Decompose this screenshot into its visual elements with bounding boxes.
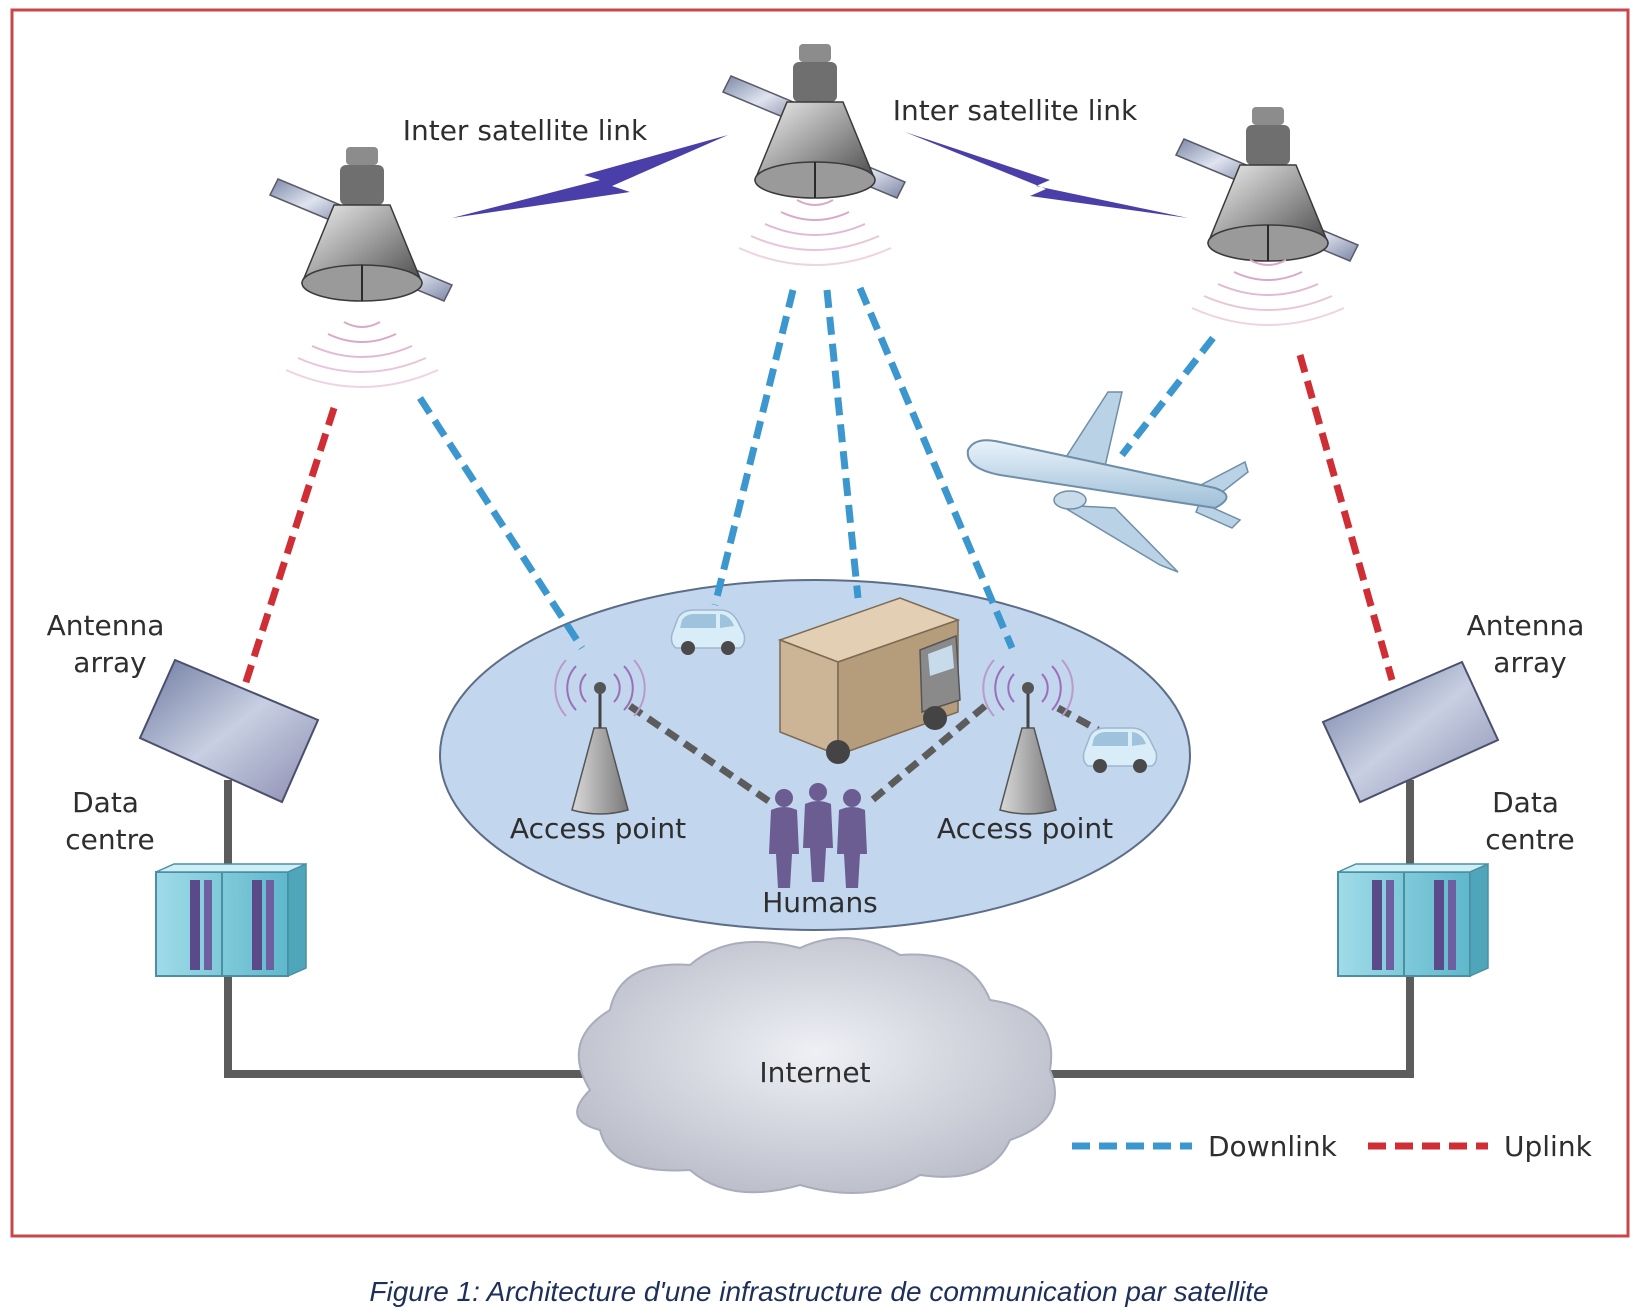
internet-cloud: Internet	[576, 937, 1056, 1194]
car-icon-top	[670, 609, 746, 656]
internet-label: Internet	[759, 1056, 870, 1089]
access-point-label-left: Access point	[510, 812, 686, 845]
downlink-center-to-truck	[823, 289, 862, 599]
downlink-center-to-car	[711, 289, 797, 606]
humans-icon	[769, 783, 867, 888]
humans-label: Humans	[762, 886, 878, 919]
truck-icon	[777, 597, 961, 764]
datacentre-label-left: Data centre	[65, 786, 154, 856]
isl-bolt-left	[452, 135, 728, 218]
downlink-left-sat-to-access-point	[417, 396, 585, 650]
isl-label-right: Inter satellite link	[893, 94, 1138, 127]
wired-links	[224, 780, 1414, 1078]
car-icon-right	[1082, 727, 1158, 774]
uplink-left	[241, 406, 338, 687]
wire-right-datacentre-to-internet	[1030, 972, 1414, 1078]
legend-downlink-label: Downlink	[1208, 1130, 1338, 1163]
legend-uplink-label: Uplink	[1504, 1130, 1593, 1163]
wire-left-datacentre-to-internet	[224, 972, 600, 1078]
datacentre-left-icon	[155, 863, 307, 977]
downlink-right-sat-to-plane	[1119, 335, 1216, 458]
uplinks	[241, 354, 1396, 687]
isl-label-left: Inter satellite link	[403, 114, 648, 147]
figure-caption: Figure 1: Architecture d'une infrastruct…	[369, 1276, 1269, 1307]
antenna-label-right: Antenna array	[1467, 609, 1594, 679]
legend: Downlink Uplink	[1072, 1130, 1593, 1163]
airplane-icon	[966, 391, 1249, 573]
downlinks	[417, 286, 1216, 650]
datacentre-label-right: Data centre	[1485, 786, 1574, 856]
antenna-array-right	[1321, 660, 1500, 804]
downlink-center-to-access-point	[856, 286, 1016, 650]
antenna-array-left	[138, 658, 320, 804]
uplink-right	[1296, 354, 1396, 681]
datacentre-right-icon	[1337, 863, 1489, 977]
inter-satellite-link-bolts	[452, 132, 1188, 218]
access-point-label-right: Access point	[937, 812, 1113, 845]
antenna-label-left: Antenna array	[47, 609, 174, 679]
